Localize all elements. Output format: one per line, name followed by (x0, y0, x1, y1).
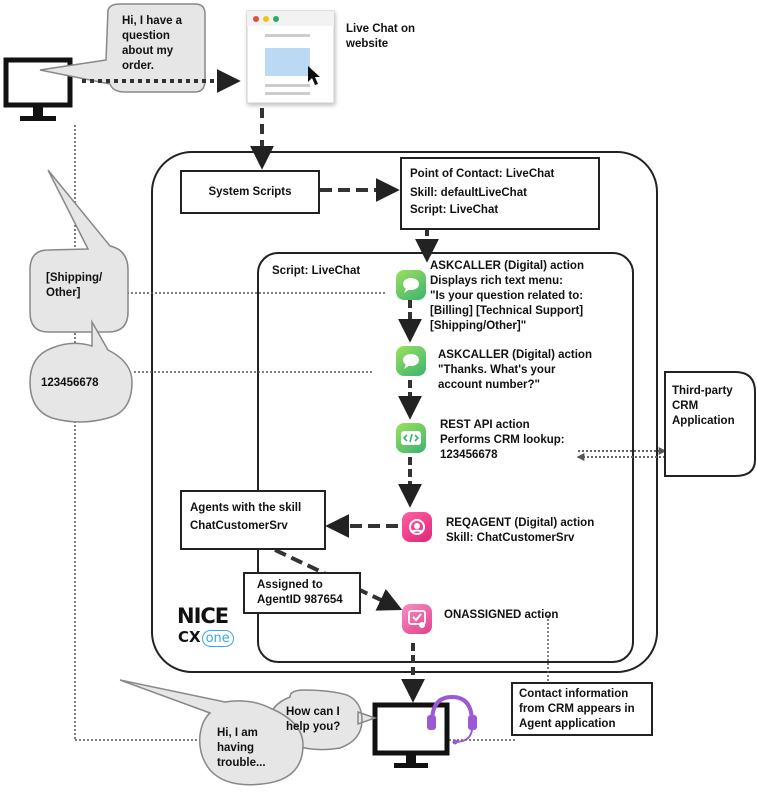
outer-system-container (151, 151, 658, 673)
shipping-reply-bubble (29, 169, 129, 333)
code-icon (396, 423, 426, 453)
poc-line: Skill: defaultLiveChat (410, 187, 527, 199)
onassigned-text: ONASSIGNED action (444, 609, 559, 621)
agent-monitor-icon (372, 702, 450, 768)
chat-bubble-icon (396, 346, 426, 376)
customer2-line: having (217, 742, 255, 754)
customer-question-text: Hi, I have a question about my order. (122, 14, 204, 74)
action-line: [Shipping/Other]" (430, 320, 527, 332)
customer-line: order. (122, 60, 154, 72)
shipping-reply-text: [Shipping/ Other] (46, 271, 102, 301)
live-chat-line: Live Chat on (346, 23, 416, 35)
action-line: Performs CRM lookup: (440, 434, 565, 446)
action-line: account number?" (438, 379, 540, 391)
crm-line: Third-party (672, 385, 733, 397)
contact-line: from CRM appears in (519, 703, 635, 715)
system-scripts-label: System Scripts (208, 185, 292, 198)
crm-line: Application (672, 415, 735, 427)
action-line: REST API action (440, 419, 530, 431)
assigned-check-icon (402, 604, 432, 634)
reqagent-text: REQAGENT (Digital) action Skill: ChatCus… (446, 516, 594, 546)
rest-api-text: REST API action Performs CRM lookup: 123… (440, 418, 565, 463)
action-line: ASKCALLER (Digital) action (430, 260, 584, 272)
action-line: [Billing] [Technical Support] (430, 305, 584, 317)
cx-text: CX (178, 628, 201, 646)
agent-request-icon (402, 512, 432, 542)
askcaller-2-text: ASKCALLER (Digital) action "Thanks. What… (438, 348, 592, 393)
chat-bubble-icon (396, 270, 426, 300)
crm-text: Third-party CRM Application (672, 384, 735, 429)
assigned-line: AgentID 987654 (257, 594, 343, 606)
agent-line: help you? (286, 721, 341, 733)
headset-icon (427, 694, 477, 745)
customer-trouble-text: Hi, I am having trouble... (217, 726, 266, 771)
browser-window-icon (246, 10, 335, 104)
poc-line: Point of Contact: LiveChat (410, 168, 555, 180)
contact-line: Contact information (519, 688, 629, 700)
shipping-line: Other] (46, 287, 81, 299)
customer-bubble-bottom (119, 679, 304, 786)
action-line: REQAGENT (Digital) action (446, 517, 595, 529)
contact-line: Agent application (519, 718, 616, 730)
connector-agents-to-onassigned (274, 548, 403, 611)
action-line: "Is your question related to: (430, 290, 584, 302)
contact-info-box: Contact information from CRM appears in … (511, 682, 653, 736)
agent-line: How can I (286, 706, 340, 718)
assigned-box: Assigned to AgentID 987654 (243, 572, 361, 614)
assigned-line: Assigned to (257, 579, 323, 591)
live-chat-line: website (346, 38, 389, 50)
customer2-line: Hi, I am (217, 727, 258, 739)
shipping-line: [Shipping/ (46, 272, 103, 284)
action-line: Skill: ChatCustomerSrv (446, 532, 575, 544)
poc-line: Script: LiveChat (410, 204, 499, 216)
agents-skill-box: Agents with the skill ChatCustomerSrv (180, 490, 326, 550)
one-text: one (201, 630, 234, 647)
askcaller-1-text: ASKCALLER (Digital) action Displays rich… (430, 259, 584, 334)
action-line: Displays rich text menu: (430, 275, 563, 287)
customer-monitor-icon (3, 57, 73, 121)
action-line: "Thanks. What's your (438, 364, 556, 376)
customer-line: Hi, I have a (122, 15, 183, 27)
crm-line: CRM (672, 400, 699, 412)
action-line: 123456678 (440, 449, 498, 461)
agents-line: Agents with the skill (190, 502, 302, 514)
account-reply-text: 123456678 (41, 377, 99, 389)
customer-line: question (122, 30, 170, 42)
live-chat-label: Live Chat on website (346, 22, 415, 52)
agents-line: ChatCustomerSrv (190, 520, 288, 532)
point-of-contact-box: Point of Contact: LiveChat Skill: defaul… (400, 157, 600, 230)
customer-line: about my (122, 45, 174, 57)
script-label: Script: LiveChat (272, 265, 361, 277)
action-line: ASKCALLER (Digital) action (438, 349, 592, 361)
system-scripts-box: System Scripts (180, 170, 320, 214)
nice-logo: NICE (177, 604, 229, 628)
account-reply-bubble (29, 319, 133, 423)
agent-reply-text: How can I help you? (286, 705, 340, 735)
customer2-line: trouble... (217, 757, 266, 769)
crm-box (664, 371, 756, 477)
